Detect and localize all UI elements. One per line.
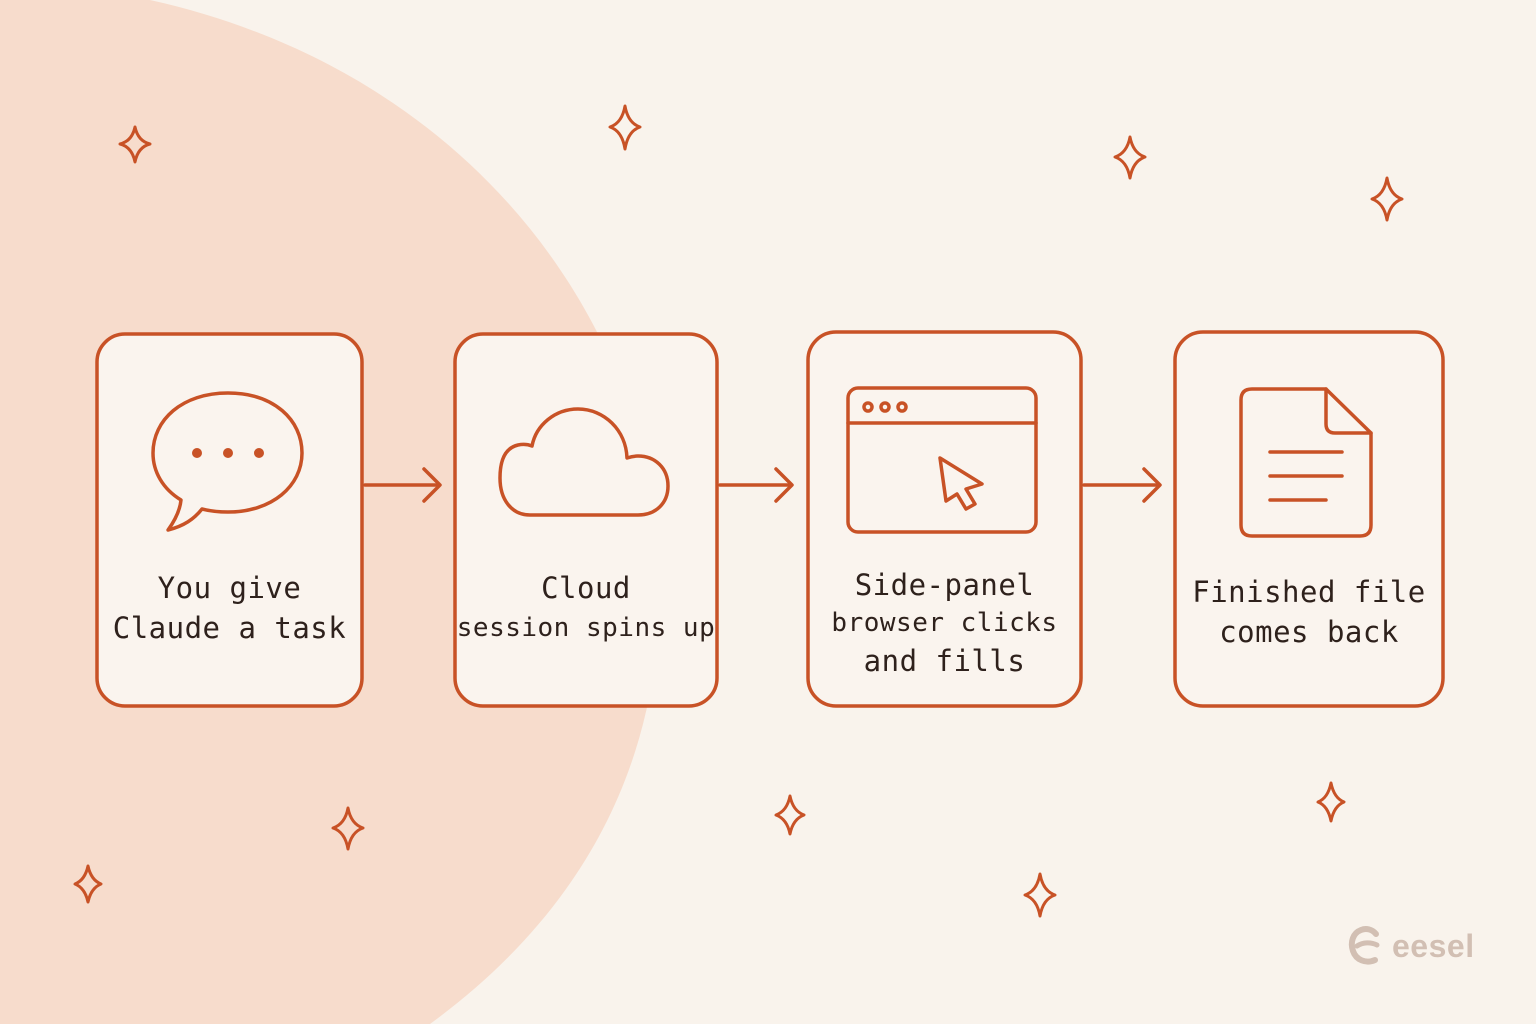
step-card-2 xyxy=(453,332,719,708)
sparkles xyxy=(73,104,1404,918)
step-3-label: Side-panel browser clicks and fills xyxy=(808,566,1081,680)
step-2-label: Cloud session spins up xyxy=(455,568,717,648)
step-card-1 xyxy=(95,332,364,708)
step-1-label-line-1: You give xyxy=(157,571,302,605)
sparkle-icon xyxy=(1316,781,1346,823)
step-2-label-line-2: session spins up xyxy=(456,613,716,643)
step-card-3 xyxy=(806,330,1083,708)
step-2-label-line-1: Cloud xyxy=(541,571,631,605)
step-3-label-line-3: and fills xyxy=(863,644,1026,678)
step-4-label: Finished file comes back xyxy=(1175,572,1443,652)
sparkle-icon xyxy=(608,104,642,151)
sparkle-icon xyxy=(1023,872,1057,918)
step-1-label: You give Claude a task xyxy=(97,568,362,648)
arrow-icon xyxy=(1082,467,1162,503)
sparkle-icon xyxy=(1113,135,1147,180)
step-3-label-line-2: browser clicks xyxy=(831,608,1058,638)
step-4-label-line-1: Finished file xyxy=(1192,575,1426,609)
sparkle-icon xyxy=(118,125,152,164)
step-1-label-line-2: Claude a task xyxy=(112,611,347,645)
sparkle-icon xyxy=(73,864,103,904)
chat-bubble-icon xyxy=(151,391,304,532)
arrow-icon xyxy=(718,467,794,503)
browser-cursor-icon xyxy=(846,386,1038,534)
sparkle-icon xyxy=(774,794,806,836)
brand-name: eesel xyxy=(1392,927,1475,964)
document-icon xyxy=(1239,387,1373,538)
eesel-logo-icon xyxy=(1348,926,1380,965)
brand-logo: eesel xyxy=(1346,924,1475,968)
arrows xyxy=(363,467,1162,503)
step-3-label-line-1: Side-panel xyxy=(854,568,1035,602)
sparkle-icon xyxy=(1370,176,1404,222)
step-4-label-line-2: comes back xyxy=(1219,615,1399,649)
sparkle-icon xyxy=(331,806,365,851)
cloud-icon xyxy=(498,407,670,517)
arrow-icon xyxy=(363,467,442,503)
